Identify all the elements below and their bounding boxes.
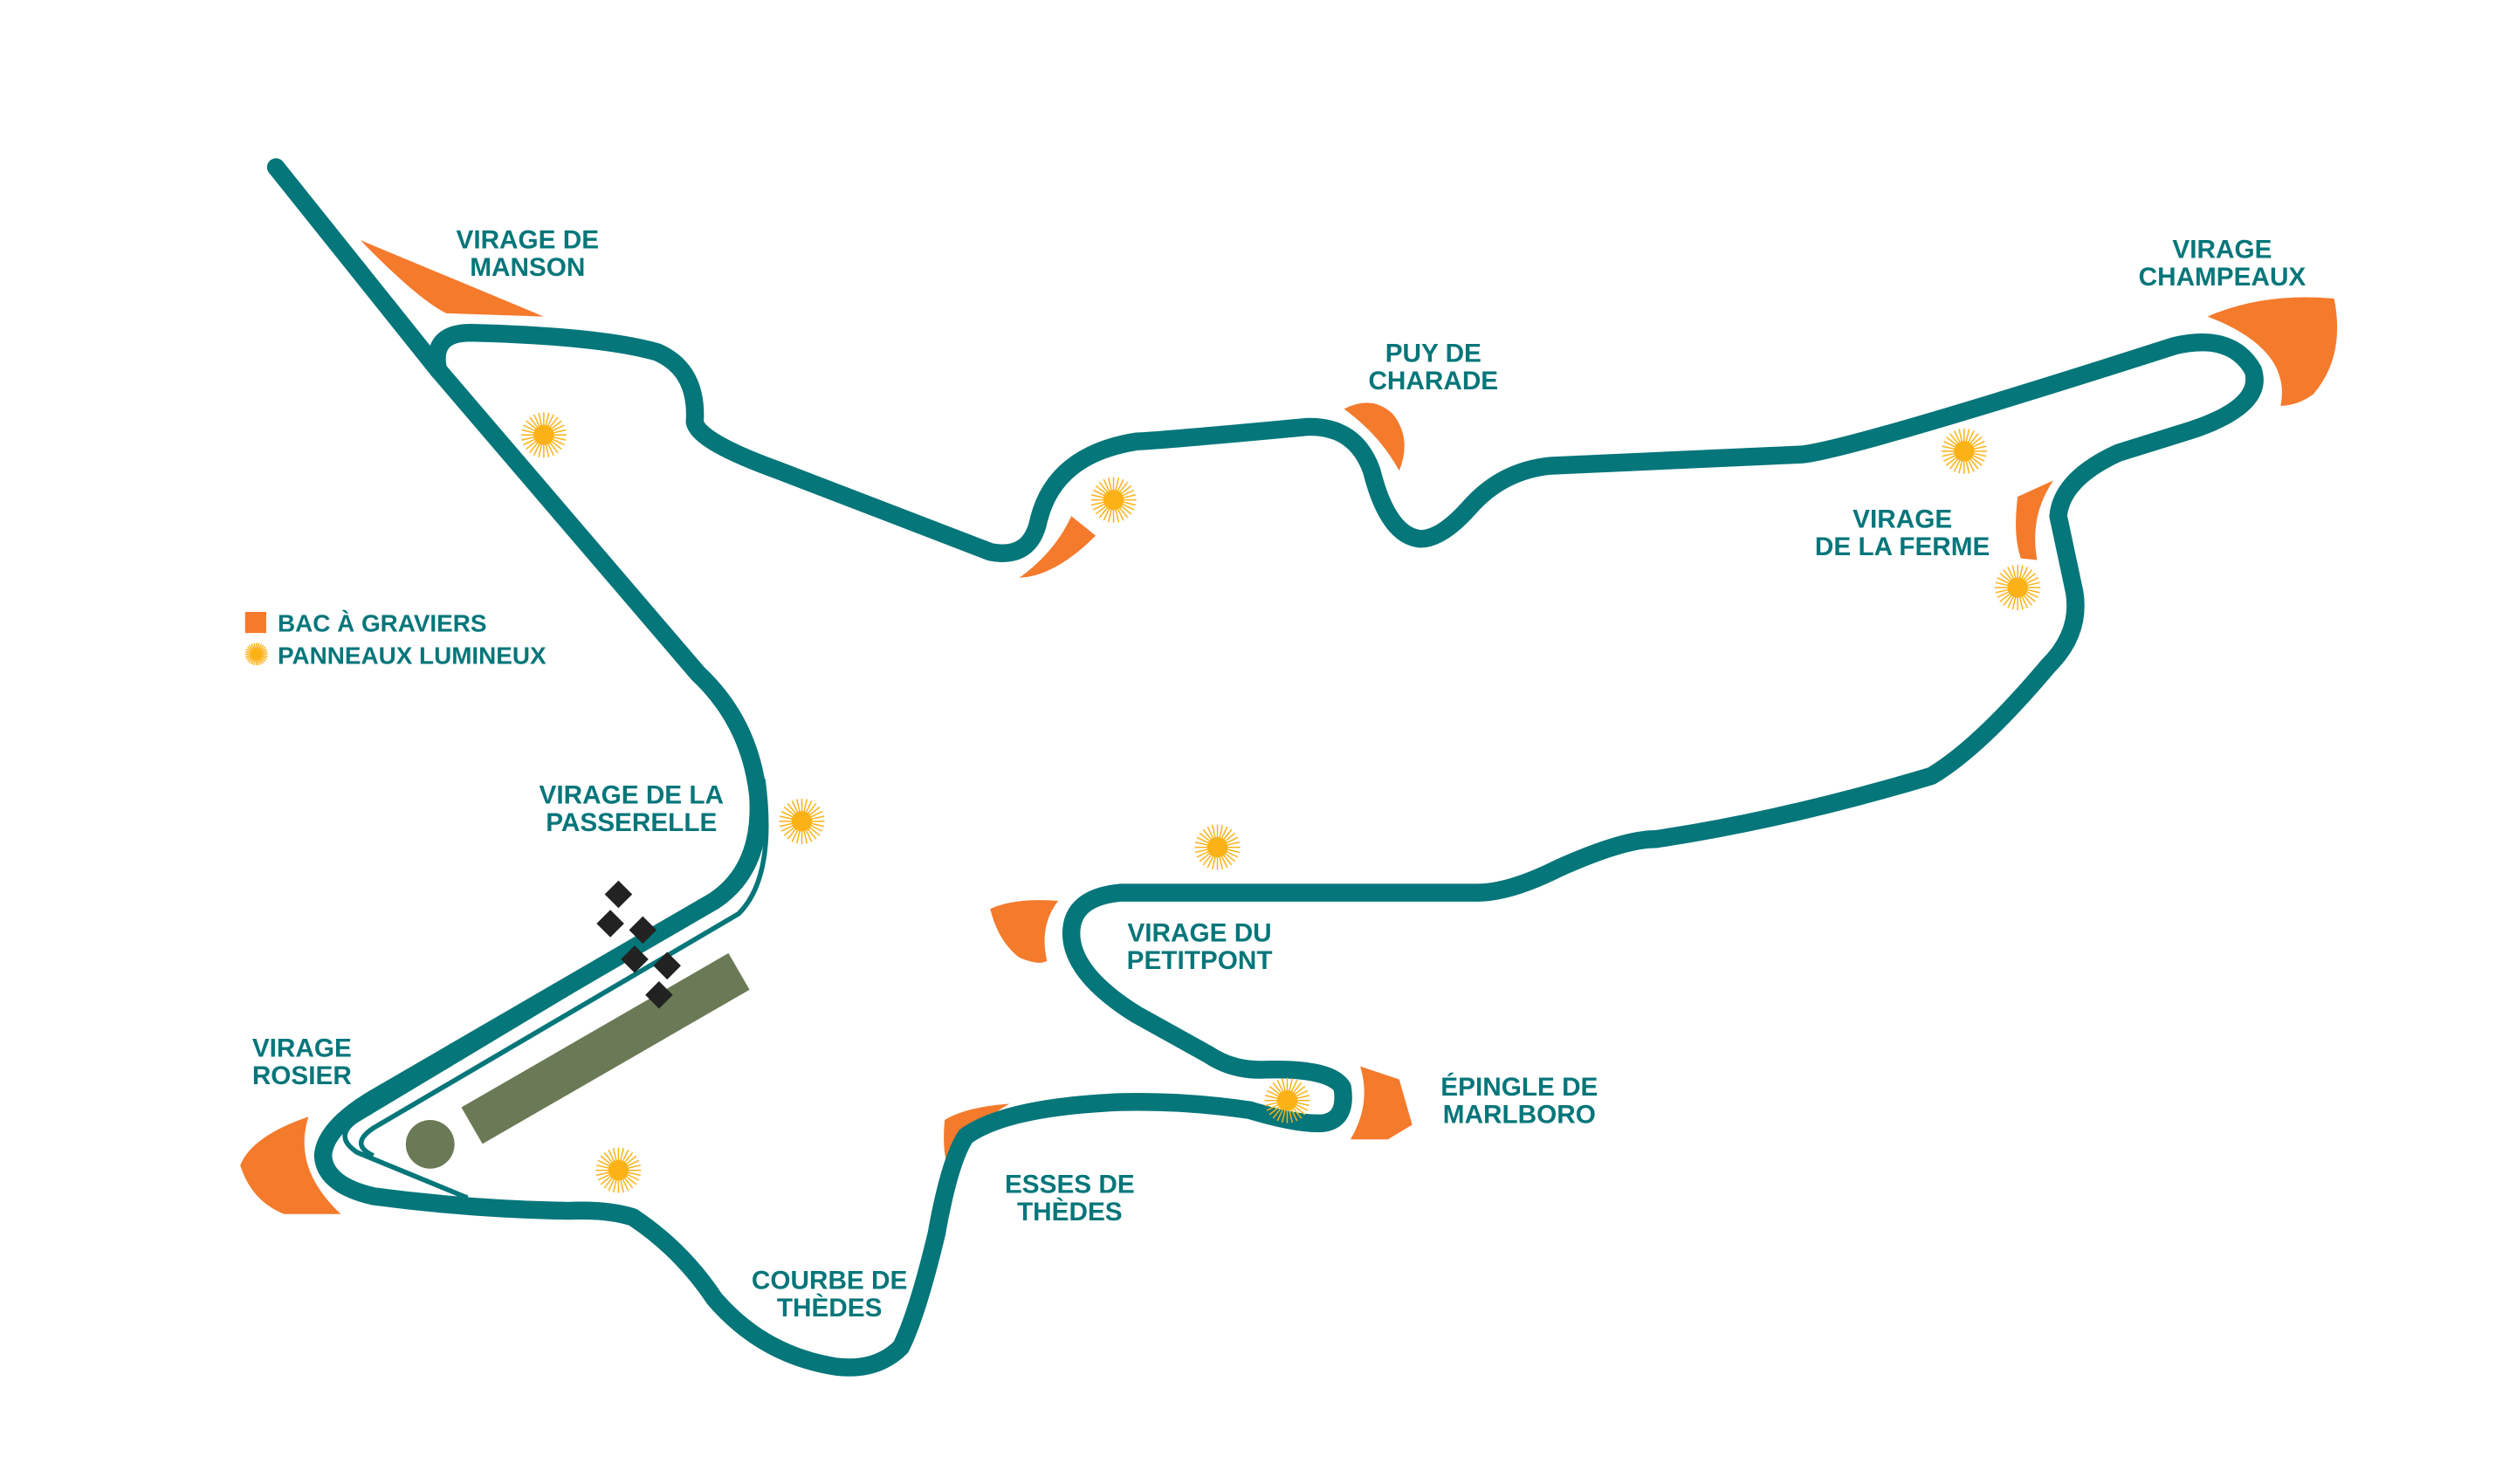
sun-icon [595,1147,642,1193]
gravel-trap-champeaux [2207,297,2338,406]
legend: BAC À GRAVIERS PANNEAUX LUMINEUX [244,609,547,669]
legend-gravel-label: BAC À GRAVIERS [278,609,487,636]
sun-icon [1941,428,1987,474]
checker-square [596,910,624,938]
sun-icon [1194,824,1241,870]
race-track [313,323,2264,1377]
legend-signs-label: PANNEAUX LUMINEUX [278,642,547,669]
gravel-traps [240,240,2338,1214]
gravel-trap-rosier [240,1116,341,1214]
light-panels [520,412,2041,1193]
gravel-trap-esses [944,1103,1010,1172]
gravel-trap-marlboro [1350,1066,1413,1140]
sun-icon [244,642,268,666]
sun-icon [1090,477,1137,523]
pit-building [405,952,750,1169]
sun-legend-icon [244,642,268,666]
gravel-trap-petitpont [990,900,1059,963]
checker-square [604,880,633,909]
gravel-trap-manson [360,240,544,317]
gravel-trap-nid [1019,516,1096,578]
sun-icon [1995,565,2041,611]
checker-square [621,945,649,973]
gravel-legend-swatch [244,611,266,634]
gravel-trap-ferme [2016,480,2054,560]
old-straight [266,158,448,380]
pit-roundel [405,1119,455,1169]
sun-icon [520,412,567,458]
checker-square [653,952,681,980]
gravel-trap-charade [1344,402,1405,471]
sun-icon [1264,1077,1310,1123]
sun-icon [779,798,825,844]
